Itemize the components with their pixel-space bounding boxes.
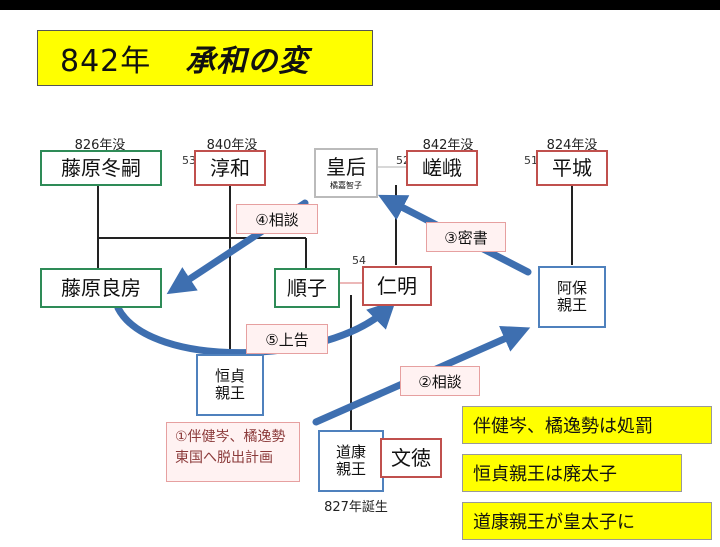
ninmyo-number: 54 <box>352 254 366 267</box>
connector-lines <box>97 166 573 432</box>
person-fuyutsugu: 藤原冬嗣 <box>40 150 162 186</box>
person-tsunesada: 恒貞 親王 <box>196 354 264 416</box>
junna-number: 53 <box>182 154 196 167</box>
person-michiyasu: 道康 親王 <box>318 430 384 492</box>
escape-plan-line1: ①伴健岑、橘逸勢 <box>175 429 286 445</box>
label-consult-2: ②相談 <box>400 366 480 396</box>
saga-death: 842年没 <box>422 138 474 153</box>
heizei-death: 824年没 <box>546 138 598 153</box>
michiyasu-birth: 827年誕生 <box>324 500 388 515</box>
person-junna: 淳和 <box>194 150 266 186</box>
person-ninmyo: 仁明 <box>362 266 432 306</box>
result-1: 伴健岑、橘逸勢は処罰 <box>462 406 712 444</box>
person-junshi: 順子 <box>274 268 340 308</box>
junna-death: 840年没 <box>206 138 258 153</box>
heizei-number: 51 <box>524 154 538 167</box>
slide: 842年 承和の変 826年没 840年没 842年没 824年没 53 52 … <box>0 10 720 547</box>
person-saga: 嵯峨 <box>406 150 478 186</box>
tsunesada-line2: 親王 <box>214 384 245 402</box>
title-year: 842年 <box>60 44 152 79</box>
person-abo: 阿保 親王 <box>538 266 606 328</box>
michiyasu-line2: 親王 <box>335 460 366 478</box>
michiyasu-line1: 道康 <box>335 442 366 461</box>
abo-line2: 親王 <box>556 296 587 314</box>
abo-line1: 阿保 <box>556 278 587 297</box>
tsunesada-line1: 恒貞 <box>214 366 245 385</box>
result-3: 道康親王が皇太子に <box>462 502 712 540</box>
label-consult-4: ④相談 <box>236 204 318 234</box>
slide-title: 842年 承和の変 <box>37 30 373 86</box>
arrow-report-5 <box>114 300 396 357</box>
label-secret-letter-3: ③密書 <box>426 222 506 252</box>
kogo-name: 皇后 <box>326 154 366 179</box>
person-heizei: 平城 <box>536 150 608 186</box>
result-2: 恒貞親王は廃太子 <box>462 454 682 492</box>
kogo-sub: 橘嘉智子 <box>330 180 362 190</box>
person-kogo: 皇后 橘嘉智子 <box>314 148 378 198</box>
person-yoshifusa: 藤原良房 <box>40 268 162 308</box>
title-event: 承和の変 <box>185 44 310 79</box>
person-montoku: 文徳 <box>380 438 442 478</box>
escape-plan-line2: 東国へ脱出計画 <box>175 450 273 466</box>
fuyutsugu-death: 826年没 <box>74 138 126 153</box>
label-escape-plan-1: ①伴健岑、橘逸勢 東国へ脱出計画 <box>166 422 300 482</box>
label-report-5: ⑤上告 <box>246 324 328 354</box>
